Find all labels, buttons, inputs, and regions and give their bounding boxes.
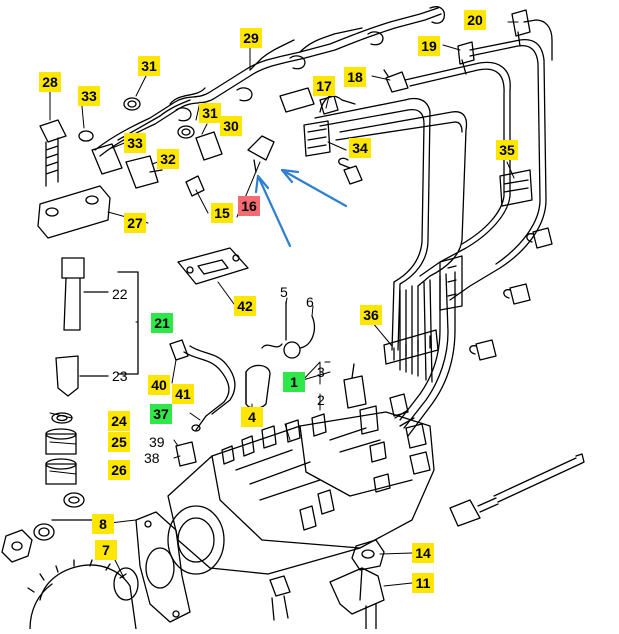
callout-32: 32 xyxy=(157,149,179,169)
callout-33-top: 33 xyxy=(78,86,100,106)
callout-22: 22 xyxy=(112,286,128,302)
callout-27: 27 xyxy=(124,213,146,233)
banjo-bolts xyxy=(319,9,553,361)
callout-3: 3 xyxy=(317,364,325,380)
injection-pump-body xyxy=(167,363,435,575)
governor-parts xyxy=(245,301,315,410)
callout-39: 39 xyxy=(149,434,165,450)
gasket-plate xyxy=(177,247,249,285)
callout-35: 35 xyxy=(496,140,518,160)
callout-30: 30 xyxy=(220,116,242,136)
callout-25: 25 xyxy=(108,432,130,452)
injector-components xyxy=(45,257,139,508)
callout-40: 40 xyxy=(148,375,170,395)
callout-1: 1 xyxy=(283,372,305,392)
callout-33-mid: 33 xyxy=(124,133,146,153)
callout-18: 18 xyxy=(344,67,366,87)
callout-4: 4 xyxy=(241,407,263,427)
callout-37: 37 xyxy=(150,404,172,424)
callout-29: 29 xyxy=(240,28,262,48)
highlight-arrows xyxy=(254,168,348,248)
callout-36: 36 xyxy=(360,305,382,325)
temperature-probe xyxy=(449,453,585,527)
callout-7: 7 xyxy=(95,540,117,560)
pipe-clamps xyxy=(303,120,533,365)
return-pipe xyxy=(169,339,236,467)
drive-gear-assembly xyxy=(1,511,191,630)
callout-38: 38 xyxy=(144,450,160,466)
callout-20: 20 xyxy=(464,10,486,30)
callout-24: 24 xyxy=(108,411,130,431)
callout-16: 16 xyxy=(238,196,260,216)
leader-lines xyxy=(49,21,519,587)
callout-15: 15 xyxy=(211,203,233,223)
injector-hardware-left xyxy=(37,87,315,239)
callout-26: 26 xyxy=(108,460,130,480)
bracket-and-nut xyxy=(269,539,385,630)
callout-14: 14 xyxy=(412,543,434,563)
callout-41: 41 xyxy=(172,384,194,404)
callout-8: 8 xyxy=(92,514,114,534)
callout-5: 5 xyxy=(280,284,288,300)
callout-6: 6 xyxy=(306,294,314,310)
callout-34: 34 xyxy=(349,138,371,158)
callout-17: 17 xyxy=(313,76,335,96)
callout-31-top: 31 xyxy=(138,56,160,76)
callout-28: 28 xyxy=(39,72,61,92)
callout-23: 23 xyxy=(112,368,128,384)
callout-21: 21 xyxy=(151,313,173,333)
callout-2: 2 xyxy=(317,392,325,408)
injector-pipe-set xyxy=(94,6,446,157)
callout-19: 19 xyxy=(418,36,440,56)
callout-11: 11 xyxy=(412,573,434,593)
callout-42: 42 xyxy=(234,296,256,316)
callout-31-mid: 31 xyxy=(199,103,221,123)
